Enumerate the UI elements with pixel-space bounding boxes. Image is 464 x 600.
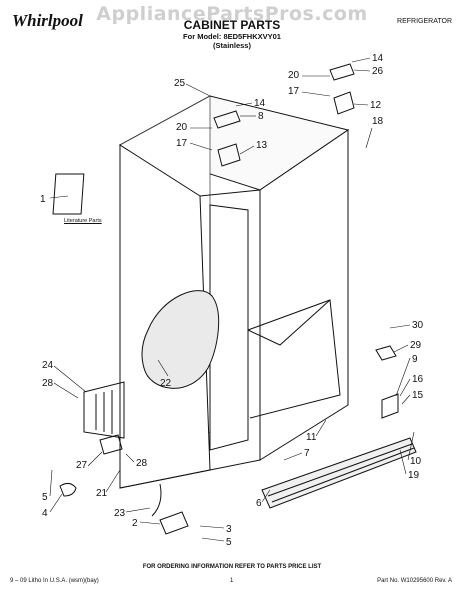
hinge-bracket-26 [329, 63, 355, 81]
callout-10: 10 [410, 456, 422, 467]
callout-26: 26 [372, 66, 384, 77]
callout-7: 7 [304, 448, 310, 459]
callout-9: 9 [412, 354, 418, 365]
callout-28b: 28 [136, 458, 148, 469]
brand-wordmark: Whirlpool [12, 11, 83, 30]
litho-note: 9 – 09 Litho In U.S.A. (wsm)(bay) [10, 578, 99, 584]
part-number: Part No. W10295600 Rev. A [377, 578, 452, 584]
callout-24: 24 [42, 360, 54, 371]
callout-1: 1 [40, 194, 46, 205]
cabinet-right-side [259, 129, 349, 461]
callout-14a: 14 [372, 53, 384, 64]
cabinet-opening [209, 204, 249, 451]
bracket-27 [99, 434, 123, 455]
callout-2: 2 [132, 518, 138, 529]
callout-29: 29 [410, 340, 422, 351]
callout-11: 11 [306, 432, 317, 443]
callout-20a: 20 [288, 70, 300, 81]
roller-2 [159, 511, 189, 535]
callout-4: 4 [42, 508, 48, 519]
hinge-bracket-8 [213, 110, 241, 129]
callout-15: 15 [412, 390, 424, 401]
callout-20b: 20 [176, 122, 188, 133]
callout-5a: 5 [42, 492, 48, 503]
callout-5b: 5 [226, 537, 232, 548]
callout-25: 25 [174, 78, 186, 89]
tube-23 [151, 483, 162, 517]
bracket-9 [381, 393, 399, 419]
order-note: FOR ORDERING INFORMATION REFER TO PARTS … [142, 564, 322, 570]
callout-22: 22 [160, 378, 172, 389]
callout-23: 23 [114, 508, 126, 519]
callout-17a: 17 [288, 86, 300, 97]
callout-16: 16 [412, 374, 424, 385]
callout-12: 12 [370, 100, 382, 111]
model-info: For Model: 8ED5FHKXVY01 (Stainless) [0, 32, 464, 50]
callout-19: 19 [408, 470, 420, 481]
hinge-29 [375, 345, 397, 361]
category-label: REFRIGERATOR [397, 18, 452, 25]
callout-17b: 17 [176, 138, 188, 149]
kickplate-19 [261, 437, 417, 509]
side-vent-24 [83, 381, 125, 439]
hinge-13 [217, 143, 241, 167]
model-line: For Model: 8ED5FHKXVY01 [183, 32, 281, 41]
callout-6: 6 [256, 498, 262, 509]
literature-parts-label: Literature Parts [64, 218, 102, 224]
callout-21: 21 [96, 488, 108, 499]
callout-30: 30 [412, 320, 424, 331]
brand-logo: Whirlpool [12, 12, 83, 29]
leader-lines [49, 57, 415, 542]
page-number: 1 [230, 578, 234, 584]
callout-28a: 28 [42, 378, 54, 389]
model-variant: (Stainless) [213, 41, 251, 50]
callout-18: 18 [372, 116, 384, 127]
leveler-4 [59, 482, 77, 497]
page-title: CABINET PARTS [183, 18, 281, 32]
hinge-12 [333, 91, 355, 115]
callout-27: 27 [76, 460, 88, 471]
book-1 [52, 173, 85, 215]
watermark: AppliancePartsPros.com [96, 3, 368, 25]
callouts: 14 26 20 17 12 18 25 14 8 20 17 13 1 30 … [40, 53, 424, 548]
callout-3: 3 [226, 524, 232, 535]
callout-14b: 14 [254, 98, 266, 109]
callout-8: 8 [258, 111, 264, 122]
callout-13: 13 [256, 140, 268, 151]
cabinet-cutaway [141, 290, 220, 389]
